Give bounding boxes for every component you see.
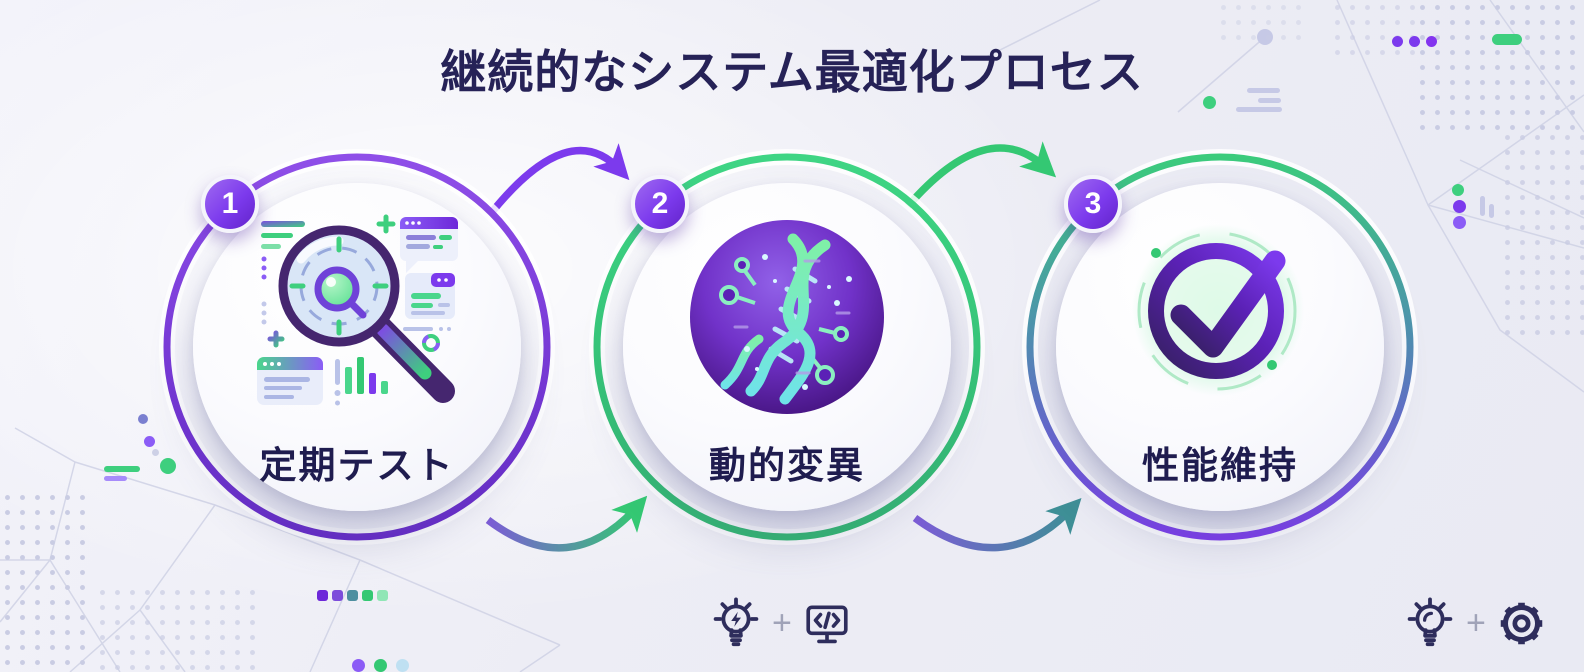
deco-square [377, 590, 388, 601]
footer-right-icons: + [1406, 597, 1545, 649]
bar-chart [345, 357, 388, 394]
dna-helix-icon [690, 220, 884, 414]
purple-dot [1392, 36, 1403, 47]
lavender-bar [1489, 204, 1494, 218]
page-title: 継続的なシステム最適化プロセス [440, 46, 1144, 98]
purple-dot [1453, 200, 1466, 213]
blue-dot [138, 414, 148, 424]
dot-grid-right [1500, 130, 1584, 340]
deco-square [332, 590, 343, 601]
green-dot [160, 458, 176, 474]
step-1-number: 1 [221, 187, 239, 220]
chat-card [400, 217, 458, 273]
green-dot [1203, 96, 1216, 109]
step-2-badge: 2 [631, 175, 689, 233]
step-3-label: 性能維持 [1142, 445, 1298, 486]
green-dot [374, 659, 387, 672]
step-2-ring [589, 149, 985, 545]
step-3: 3 性能維持 [1020, 147, 1420, 547]
step-3-number: 3 [1084, 187, 1102, 220]
lavender-dot [152, 449, 159, 456]
purple-dot [352, 659, 365, 672]
step-1: 1 [157, 147, 557, 547]
deco-square [347, 590, 358, 601]
purple-dot [1409, 36, 1420, 47]
step-1-label: 定期テスト [259, 445, 455, 486]
footer-center-icons: + [712, 597, 850, 649]
purple-dash [104, 476, 127, 481]
lavender-dash [1258, 98, 1281, 103]
step-1-badge: 1 [201, 175, 259, 233]
lightblue-dot [396, 659, 409, 672]
magnifier-analysis-icon [257, 214, 458, 406]
purple-dot [1426, 36, 1437, 47]
window-card [257, 357, 323, 405]
lightbulb-icon [1407, 597, 1453, 647]
step-3-badge: 3 [1064, 175, 1122, 233]
step-2-label: 動的変異 [709, 445, 865, 486]
step-1-ring [159, 149, 555, 545]
green-dash [104, 466, 140, 472]
deco-square [317, 590, 328, 601]
purple-dot [144, 436, 155, 447]
step-2: 2 [587, 147, 987, 547]
magnifier [278, 225, 455, 403]
green-pill [1492, 34, 1522, 45]
deco-square [362, 590, 373, 601]
step-3-ring [1022, 149, 1418, 545]
lavender-bar [1480, 196, 1485, 216]
lavender-dash [1247, 88, 1280, 93]
gear-icon [1500, 602, 1543, 644]
data-card [405, 273, 455, 319]
dot-grid-bottom-left-2 [95, 585, 260, 672]
lightbulb-bolt-icon [713, 597, 759, 647]
dot-grid-bottom-left [0, 490, 95, 672]
plus-sign: + [1466, 604, 1486, 642]
purple-dot [1453, 216, 1466, 229]
lavender-dash [1236, 107, 1282, 112]
monitor-code-icon [806, 605, 848, 644]
check-circle-icon [1132, 224, 1304, 396]
plus-sign: + [772, 604, 792, 642]
green-dot [1452, 184, 1464, 196]
step-2-number: 2 [651, 187, 669, 220]
